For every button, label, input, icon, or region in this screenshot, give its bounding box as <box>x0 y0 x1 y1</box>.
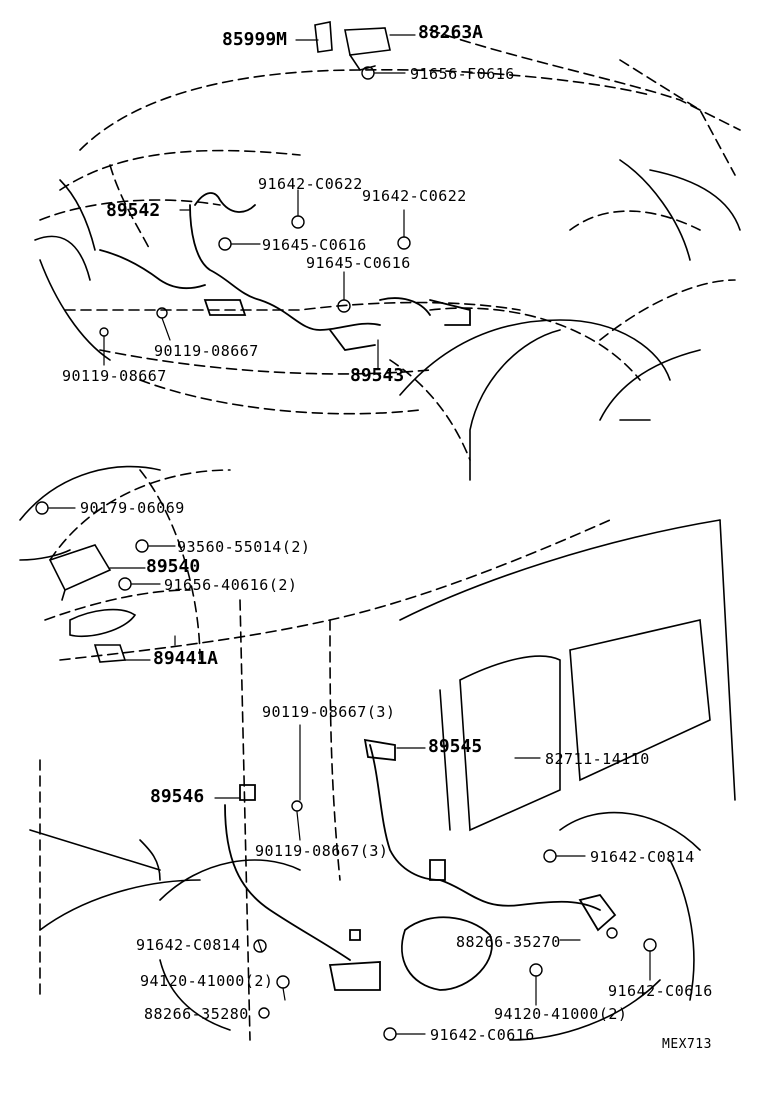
label-90119-08667-b: 90119-08667 <box>62 367 167 385</box>
label-88266-35280: 88266-35280 <box>144 1005 249 1023</box>
leader-lines <box>47 34 651 1035</box>
front-harness <box>99 192 471 351</box>
label-94120-41000-b: 94120-41000(2) <box>494 1005 628 1023</box>
sensor-88263a <box>314 21 391 71</box>
rear-harness <box>224 738 617 991</box>
label-89543: 89543 <box>350 365 405 386</box>
label-88266-35270: 88266-35270 <box>456 933 561 951</box>
label-90119-08667-3-a: 90119-08667(3) <box>262 703 396 721</box>
label-91642-c0622-a: 91642-C0622 <box>258 175 363 193</box>
label-82711-14110: 82711-14110 <box>545 750 650 768</box>
front-fender-outline <box>34 159 741 481</box>
label-91642-c0814-b: 91642-C0814 <box>136 936 241 954</box>
label-89441a: 89441A <box>153 648 219 669</box>
label-90119-08667-3-b: 90119-08667(3) <box>255 842 389 860</box>
label-89542: 89542 <box>106 200 161 221</box>
label-91656-f0616: 91656-F0616 <box>410 65 515 83</box>
label-91642-c0616-b: 91642-C0616 <box>430 1026 535 1044</box>
label-91645-c0616-a: 91645-C0616 <box>262 236 367 254</box>
rear-body-outline <box>39 469 611 1041</box>
label-85999m: 85999M <box>222 29 288 50</box>
front-body-outline <box>39 29 741 461</box>
label-89545: 89545 <box>428 736 483 757</box>
label-94120-41000-a: 94120-41000(2) <box>140 972 274 990</box>
drawing-code: MEX713 <box>662 1037 712 1052</box>
label-90119-08667-a: 90119-08667 <box>154 342 259 360</box>
rear-window-outline <box>19 465 736 1041</box>
label-91642-c0622-b: 91642-C0622 <box>362 187 467 205</box>
label-91656-40616: 91656-40616(2) <box>164 576 298 594</box>
sensor-89540 <box>48 544 137 663</box>
label-89546: 89546 <box>150 786 205 807</box>
label-90179-06069: 90179-06069 <box>80 499 185 517</box>
label-88263a: 88263A <box>418 22 484 43</box>
label-91642-c0814-a: 91642-C0814 <box>590 848 695 866</box>
label-89540: 89540 <box>146 556 201 577</box>
label-91642-c0616-a: 91642-C0616 <box>608 982 713 1000</box>
label-91645-c0616-b: 91645-C0616 <box>306 254 411 272</box>
label-93560-55014: 93560-55014(2) <box>177 538 311 556</box>
